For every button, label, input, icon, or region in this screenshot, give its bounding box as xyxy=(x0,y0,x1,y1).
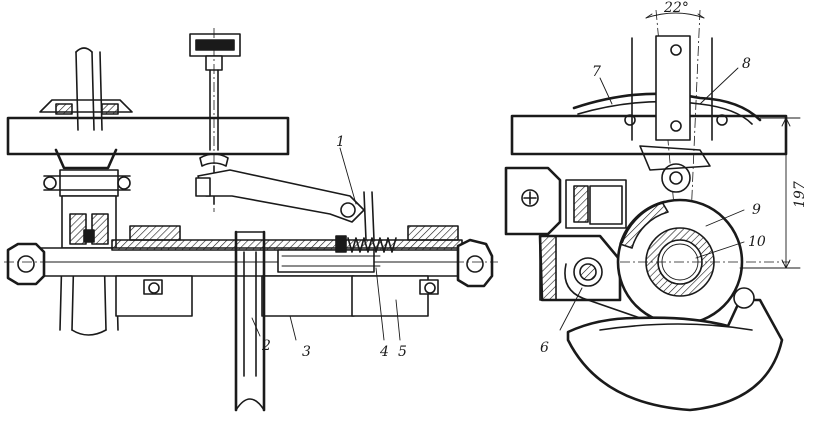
hub-3 xyxy=(115,275,439,317)
crescent-shoe xyxy=(566,287,784,412)
leader-lines-left xyxy=(251,147,401,341)
height-dimension xyxy=(739,117,801,269)
lower-roller-6 xyxy=(564,257,641,319)
angle-label: 22° xyxy=(663,0,689,16)
upper-roller xyxy=(639,145,711,193)
callout-7: 7 xyxy=(592,64,601,80)
callout-2: 2 xyxy=(261,338,271,354)
left-bracket xyxy=(39,47,133,336)
bracket-block xyxy=(504,166,627,302)
side-section-view xyxy=(4,28,498,412)
lever-1 xyxy=(195,169,375,241)
frame-beam-left xyxy=(6,116,290,156)
guide-rod-8 xyxy=(631,9,713,381)
front-section-view xyxy=(504,9,801,412)
angle-dimension xyxy=(645,12,705,19)
callout-10: 10 xyxy=(748,234,766,250)
leader-lines-right xyxy=(559,67,745,331)
frame-beam-right xyxy=(510,114,788,156)
callout-6: 6 xyxy=(540,340,549,356)
height-label: 197 xyxy=(792,181,808,208)
callout-8: 8 xyxy=(742,56,751,72)
callout-5: 5 xyxy=(398,344,407,360)
callout-9: 9 xyxy=(752,202,761,218)
main-axle xyxy=(4,225,498,288)
hub-10 xyxy=(620,227,790,297)
callout-1: 1 xyxy=(336,134,345,150)
spring-4 xyxy=(277,235,397,273)
callout-3: 3 xyxy=(302,344,311,360)
fork-2 xyxy=(234,230,266,412)
callout-4: 4 xyxy=(379,344,389,360)
